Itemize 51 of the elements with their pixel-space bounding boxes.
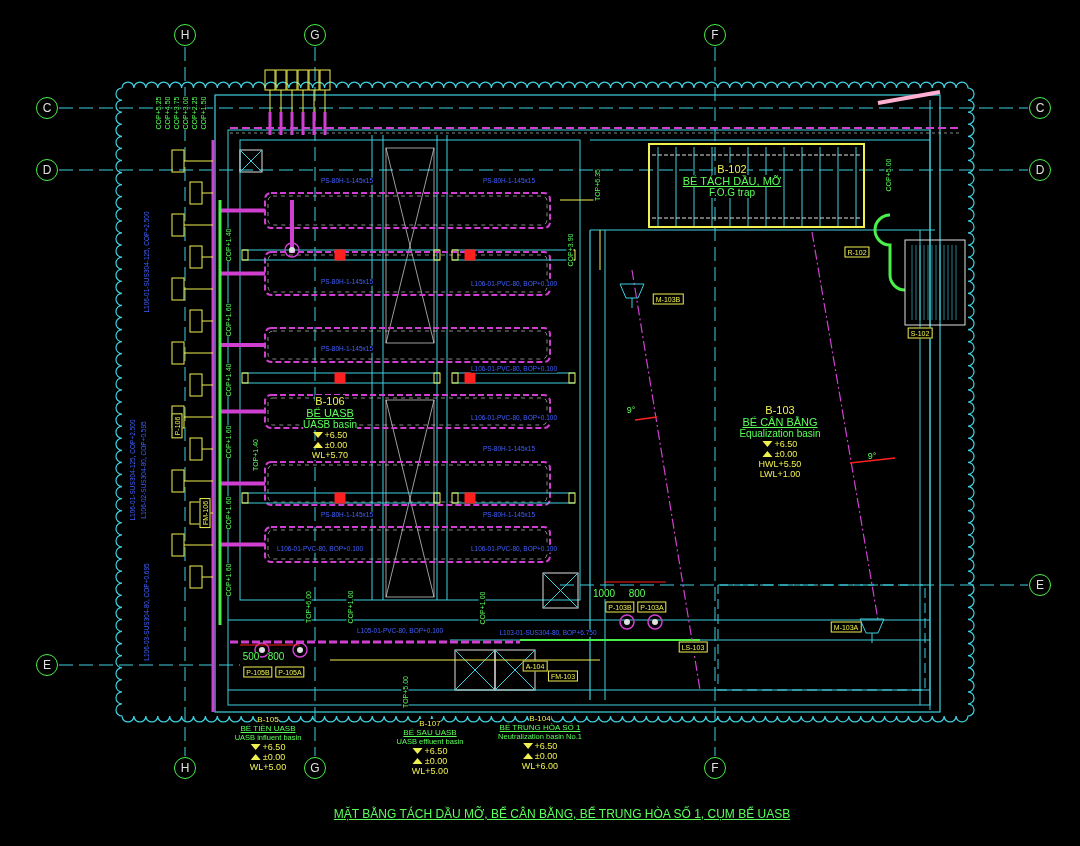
basin-english-name: F.O.G trap	[708, 187, 756, 198]
basin-name: BỂ TÁCH DẦU, MỠ	[682, 175, 782, 187]
basin-name: BỂ SAU UASB	[403, 728, 457, 737]
dimension-label: 1000	[592, 589, 616, 599]
elevation-text: ±0.00	[534, 751, 558, 761]
elevation-text: +6.50	[774, 439, 798, 449]
basin-code: B-103	[765, 404, 795, 416]
elevation-text: WL+5.70	[311, 450, 349, 460]
grid-axis-label: F	[704, 24, 726, 46]
elevation-text: HWL+5.50	[758, 459, 802, 469]
basin-name: BỂ CÂN BẰNG	[742, 416, 818, 428]
basin-code: B-107	[419, 719, 441, 728]
grid-axis-label: E	[1029, 574, 1051, 596]
grid-axis-label: D	[36, 159, 58, 181]
elevation-text: +6.50	[534, 741, 558, 751]
elevation-text: WL+6.00	[521, 761, 559, 771]
dimension-label: 800	[628, 589, 646, 599]
elevation-text: +6.50	[424, 746, 448, 756]
elevation-text: LWL+1.00	[759, 469, 801, 479]
basin-name: BỂ UASB	[306, 407, 354, 419]
elevation-text: +6.50	[324, 430, 348, 440]
grid-axis-label: G	[304, 24, 326, 46]
elevation-text: +6.50	[262, 742, 286, 752]
basin-code: B-105	[257, 715, 279, 724]
dimension-label: 800	[267, 652, 285, 662]
basin-name: BỂ TIỀN UASB	[240, 724, 296, 733]
angle-label: 9°	[867, 451, 877, 461]
elevation-text: ±0.00	[324, 440, 348, 450]
grid-axis-label: C	[36, 97, 58, 119]
elevation-text: ±0.00	[774, 449, 798, 459]
basin-code: B-106	[315, 395, 345, 407]
basin-english-name: UASB basin	[303, 419, 357, 430]
elevation-text: ±0.00	[262, 752, 286, 762]
grid-axis-label: D	[1029, 159, 1051, 181]
grid-axis-label: F	[704, 757, 726, 779]
angle-label: 9°	[626, 405, 636, 415]
grid-axis-label: G	[304, 757, 326, 779]
grid-axis-label: H	[174, 24, 196, 46]
dimension-label: 500	[242, 652, 260, 662]
basin-code: B-102	[717, 163, 747, 175]
grid-axis-label: H	[174, 757, 196, 779]
basin-name: BỂ TRUNG HÒA SỐ 1	[499, 723, 581, 732]
basin-english-name: Equalization basin	[739, 428, 821, 439]
elevation-text: ±0.00	[424, 756, 448, 766]
drawing-title: MẶT BẰNG TÁCH DẦU MỠ, BỂ CÂN BẰNG, BỂ TRUNG HÒA SỐ 1, CỤM BỂ UASB	[333, 807, 791, 821]
grid-axis-label: E	[36, 654, 58, 676]
grid-axis-label: C	[1029, 97, 1051, 119]
basin-code: B-104	[529, 714, 551, 723]
elevation-text: WL+5.00	[411, 766, 449, 776]
basin-outline	[648, 143, 865, 228]
elevation-text: WL+5.00	[249, 762, 287, 772]
